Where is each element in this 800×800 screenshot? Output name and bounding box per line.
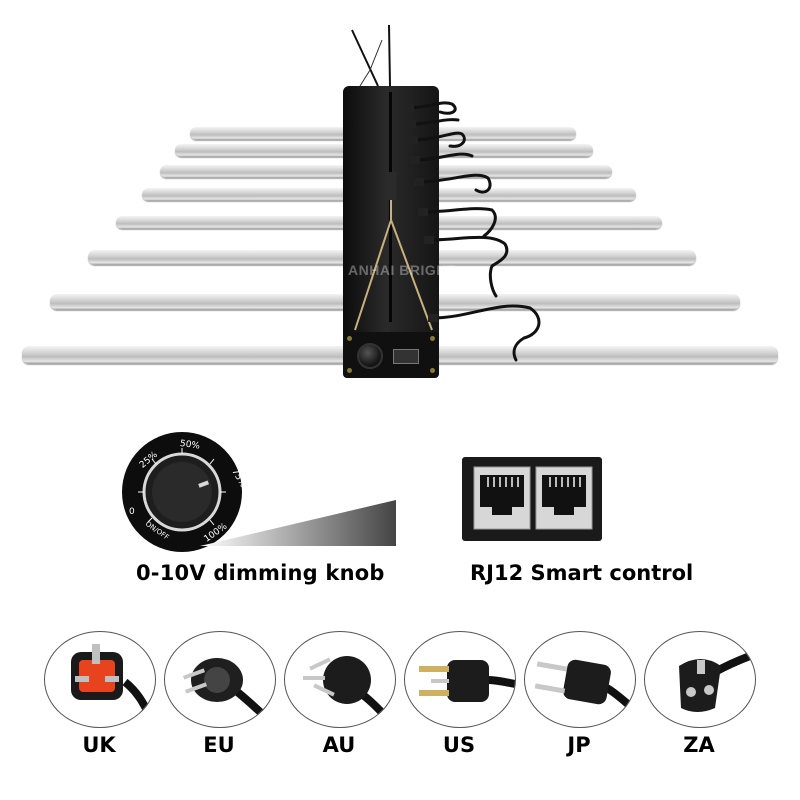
- eu-plug-label: EU: [203, 733, 235, 757]
- driver-hub: [343, 86, 439, 378]
- brand-watermark: ANHAI BRIGHT: [348, 262, 456, 278]
- dimming-knob-label: 0-10V dimming knob: [136, 561, 385, 585]
- us-plug-option[interactable]: [404, 631, 516, 728]
- za-plug-label: ZA: [683, 733, 715, 757]
- rj12-ports-graphic: [462, 457, 602, 541]
- dial-mark-0: 0: [129, 507, 135, 517]
- us-plug-label: US: [442, 733, 476, 757]
- eu-plug-option[interactable]: [164, 631, 276, 728]
- dimming-ramp-graphic: [200, 500, 396, 546]
- rj12-port-left: [473, 466, 531, 530]
- au-plug-label: AU: [322, 733, 356, 757]
- hub-rj12-port: [393, 349, 419, 364]
- hanging-wires: [351, 24, 391, 87]
- rj12-smart-control-label: RJ12 Smart control: [470, 561, 694, 585]
- dial-mark-75: 75%: [229, 467, 242, 490]
- za-plug-option[interactable]: [644, 631, 756, 728]
- za-plug-icon: [679, 650, 755, 712]
- uk-plug-icon: [71, 644, 155, 724]
- hanging-yoke: [354, 172, 433, 331]
- au-plug-icon: [303, 656, 395, 727]
- grow-light-product: ANHAI BRIGHT: [22, 24, 778, 378]
- au-plug-option[interactable]: [284, 631, 396, 728]
- hub-dimming-knob: [357, 343, 383, 369]
- eu-plug-icon: [182, 658, 275, 727]
- uk-plug-label: UK: [82, 733, 116, 757]
- uk-plug-option[interactable]: [44, 631, 156, 728]
- us-plug-icon: [419, 660, 515, 702]
- dial-mark-50: 50%: [179, 439, 201, 452]
- bar-cables: [404, 101, 541, 362]
- jp-plug-label: JP: [567, 733, 591, 757]
- rj12-port-right: [535, 466, 593, 530]
- jp-plug-icon: [534, 659, 635, 714]
- jp-plug-option[interactable]: [524, 631, 636, 728]
